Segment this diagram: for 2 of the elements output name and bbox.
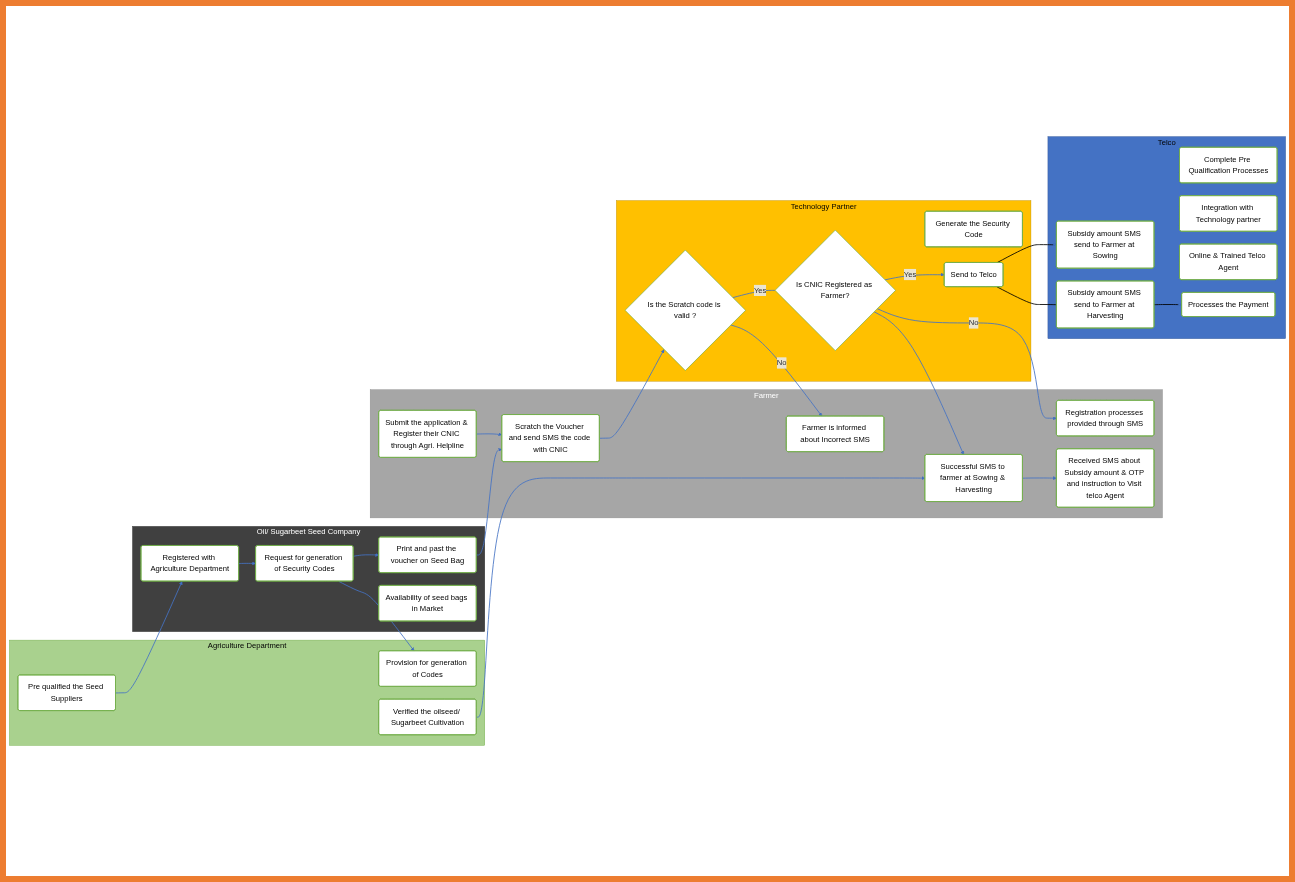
connector: [732, 289, 776, 299]
connector: [996, 286, 1058, 306]
